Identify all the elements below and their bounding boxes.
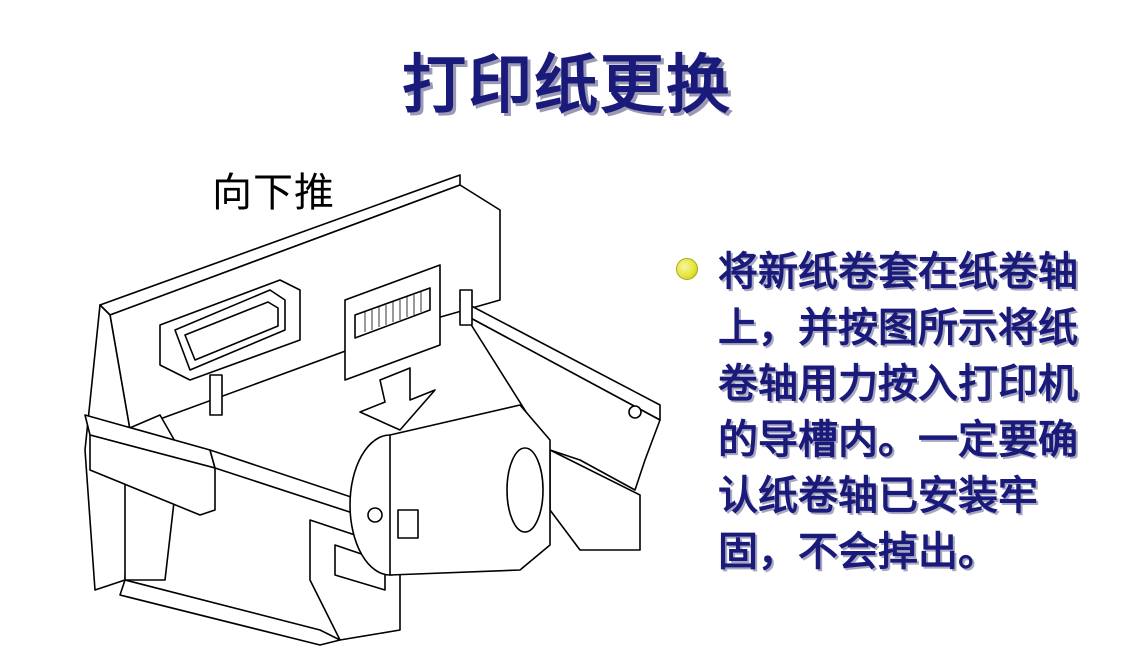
- tab-left: [209, 374, 223, 416]
- roll-right-end: [506, 447, 544, 533]
- roll-body: [389, 404, 551, 576]
- housing-back: [109, 184, 501, 431]
- slot-inner: [184, 301, 279, 361]
- bullet-dot-icon: [676, 258, 698, 280]
- axle-nut-right: [628, 405, 642, 419]
- bullet-text: 将新纸卷套在纸卷轴上，并按图所示将纸卷轴用力按入打印机的导槽内。一定要确认纸卷轴…: [718, 248, 1078, 575]
- connector-pins: [364, 292, 422, 332]
- axle-left: [397, 509, 419, 539]
- connector: [354, 287, 431, 339]
- tab-right: [459, 289, 473, 326]
- printer-diagram: [80, 150, 680, 650]
- base: [119, 579, 341, 646]
- left-rail: [89, 434, 216, 516]
- slide-title: 打印纸更换: [402, 48, 732, 123]
- axle-nut-left: [367, 507, 383, 523]
- push-down-label: 向下推: [212, 170, 335, 216]
- printer-illustration: [84, 174, 661, 646]
- down-arrow: [359, 367, 436, 431]
